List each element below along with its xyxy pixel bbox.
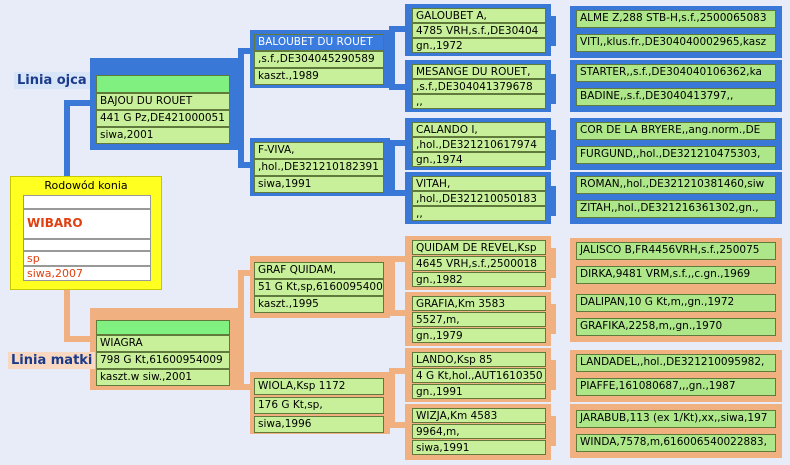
gen4-entry[interactable]: STARTER,,s.f.,DE304040106362,ka (576, 64, 776, 82)
gen2-reg: ,hol.,DE321210182391 (254, 159, 384, 176)
horse-name[interactable]: WIBARO (23, 209, 151, 239)
gen2-name[interactable]: BALOUBET DU ROUET (254, 34, 384, 51)
horse-blank-row (23, 239, 151, 251)
connector (389, 140, 395, 196)
gen2-color-year: siwa,1991 (254, 176, 384, 193)
gen3-color-year: siwa,1991 (412, 440, 546, 455)
dam-line-label: Linia matki (8, 352, 96, 369)
connector (238, 162, 254, 168)
horse-color-year: siwa,2007 (23, 266, 151, 281)
connector (550, 130, 556, 160)
gen3-name[interactable]: CALANDO I, (412, 122, 546, 137)
connector (550, 186, 556, 216)
gen3-color-year: ,, (412, 94, 546, 109)
connector (389, 256, 407, 262)
gen3-name[interactable]: WIZJA,Km 4583 (412, 408, 546, 423)
pedigree-title: Rodowód konia (44, 179, 128, 192)
gen3-reg: ,hol.,DE321210050183 (412, 191, 546, 206)
gen4-entry[interactable]: DIRKA,9481 VRM,s.f.,,c.gn.,1969 (576, 266, 776, 284)
gen2-color-year: siwa,1996 (254, 416, 384, 433)
horse-sex: sp (23, 251, 151, 266)
gen4-entry[interactable]: ROMAN,,hol.,DE321210381460,siw (576, 176, 776, 194)
dam-reg: 798 G Kt,61600954009 (96, 352, 230, 369)
gen4-entry[interactable]: LANDADEL,,hol.,DE321210095982, (576, 354, 776, 372)
gen3-color-year: ,, (412, 206, 546, 221)
gen4-entry[interactable]: ZITAH,,hol.,DE321216361302,gn., (576, 200, 776, 218)
connector (389, 422, 407, 428)
gen3-color-year: gn.,1991 (412, 384, 546, 399)
connector (389, 368, 395, 428)
gen3-name[interactable]: QUIDAM DE REVEL,Ksp (412, 240, 546, 255)
gen3-reg: ,hol.,DE321210617974 (412, 137, 546, 152)
gen3-reg: 5527,m, (412, 312, 546, 327)
gen2-color-year: kaszt.,1989 (254, 68, 384, 85)
connector (389, 26, 407, 32)
connector (389, 84, 407, 90)
connector (238, 48, 254, 54)
gen4-entry[interactable]: JALISCO B,FR4456VRH,s.f.,250075 (576, 242, 776, 260)
connector (238, 270, 244, 390)
dam-color-year: kaszt.w siw.,2001 (96, 369, 230, 386)
gen4-entry[interactable]: BADINE,,s.f.,DE3040413797,, (576, 88, 776, 106)
gen3-color-year: gn.,1982 (412, 272, 546, 287)
connector (64, 100, 70, 180)
connector (389, 26, 395, 90)
connector (389, 310, 407, 316)
gen3-reg: 4645 VRH,s.f.,2500018 (412, 256, 546, 271)
horse-card: Rodowód konia WIBARO sp siwa,2007 (10, 176, 162, 290)
connector (550, 304, 556, 334)
horse-blank-row (23, 195, 151, 209)
gen4-entry[interactable]: ALME Z,288 STB-H,s.f.,2500065083 (576, 10, 776, 28)
sire-reg: 441 G Pz,DE421000051 (96, 110, 230, 127)
gen3-name[interactable]: VITAH, (412, 176, 546, 191)
connector (389, 140, 407, 146)
connector (238, 384, 254, 390)
dam-name[interactable]: WIAGRA (96, 335, 230, 352)
gen4-entry[interactable]: PIAFFE,161080687,,,gn.,1987 (576, 378, 776, 396)
sire-color-year: siwa,2001 (96, 127, 230, 144)
connector (64, 290, 70, 340)
gen3-color-year: gn.,1972 (412, 38, 546, 53)
connector (550, 360, 556, 390)
connector (550, 248, 556, 278)
gen2-name[interactable]: F-VIVA, (254, 142, 384, 159)
gen3-reg: ,s.f.,DE304041379678 (412, 79, 546, 94)
connector (550, 74, 556, 104)
sire-line-label: Linia ojca (14, 72, 90, 89)
gen3-name[interactable]: GRAFIA,Km 3583 (412, 296, 546, 311)
connector (238, 48, 244, 168)
gen3-reg: 4 G Kt,hol.,AUT1610350 (412, 368, 546, 383)
gen4-entry[interactable]: FURGUND,,hol.,DE321210475303, (576, 146, 776, 164)
connector (389, 190, 407, 196)
connector (550, 16, 556, 46)
connector (389, 256, 395, 316)
sire-header (96, 75, 230, 93)
connector (389, 368, 407, 374)
dam-header (96, 320, 230, 335)
gen3-name[interactable]: GALOUBET A, (412, 8, 546, 23)
gen2-reg: 176 G Kt,sp, (254, 397, 384, 414)
gen3-name[interactable]: LANDO,Ksp 85 (412, 352, 546, 367)
gen2-reg: 51 G Kt,sp,6160095400 (254, 279, 384, 296)
gen2-name[interactable]: GRAF QUIDAM, (254, 262, 384, 279)
gen2-color-year: kaszt.,1995 (254, 296, 384, 313)
gen3-color-year: gn.,1974 (412, 152, 546, 167)
gen3-name[interactable]: MESANGE DU ROUET, (412, 64, 546, 79)
sire-name[interactable]: BAJOU DU ROUET (96, 93, 230, 110)
gen2-name[interactable]: WIOLA,Ksp 1172 (254, 378, 384, 395)
connector (550, 416, 556, 446)
connector (238, 270, 254, 276)
gen3-reg: 4785 VRH,s.f.,DE30404 (412, 23, 546, 38)
gen2-reg: ,s.f.,DE304045290589 (254, 51, 384, 68)
connector (64, 100, 94, 106)
gen4-entry[interactable]: WINDA,7578,m,616006540022883, (576, 434, 776, 452)
gen3-color-year: gn.,1979 (412, 328, 546, 343)
gen4-entry[interactable]: DALIPAN,10 G Kt,m,,gn.,1972 (576, 294, 776, 312)
gen4-entry[interactable]: VITI,,klus.fr.,DE304040002965,kasz (576, 34, 776, 52)
gen4-entry[interactable]: COR DE LA BRYERE,,ang.norm.,DE (576, 122, 776, 140)
connector (64, 336, 94, 342)
gen4-entry[interactable]: GRAFIKA,2258,m,,gn.,1970 (576, 318, 776, 336)
gen4-entry[interactable]: JARABUB,113 (ex 1/Kt),xx,,siwa,197 (576, 410, 776, 428)
gen3-reg: 9964,m, (412, 424, 546, 439)
